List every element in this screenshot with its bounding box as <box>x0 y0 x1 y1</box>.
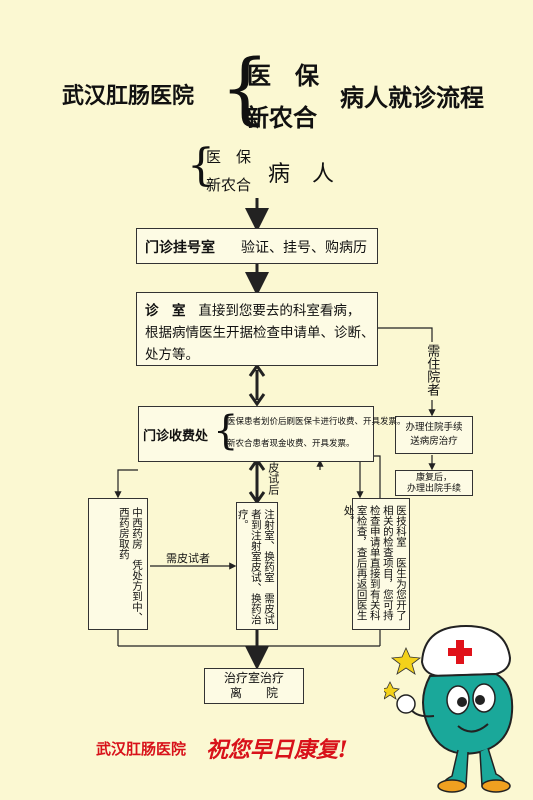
treatment-line2: 离 院 <box>229 686 278 700</box>
payment-box: 门诊收费处 { 医保患者划价后刷医保卡进行收费、开具发票。 新农合患者现金收费、… <box>138 406 406 462</box>
treatment-box: 治疗室治疗 离 院 <box>204 668 304 704</box>
pharmacy-text: 中西药房 凭处方到中、西药房取药 <box>117 507 143 623</box>
header-insurance: 医 保 <box>247 62 319 90</box>
registration-box: 门诊挂号室 验证、挂号、购病历 <box>136 228 378 264</box>
payment-rural: 新农合患者现金收费、开具发票。 <box>227 439 355 449</box>
admission-line2: 送病房治疗 <box>410 436 458 447</box>
discharge-line1: 康复后， <box>415 473 452 483</box>
admission-line1: 办理住院手续 <box>405 422 463 433</box>
header-rural-coop: 新农合 <box>245 104 317 132</box>
patient-rural-coop: 新农合 <box>206 176 252 194</box>
discharge-line2: 办理出院手续 <box>406 484 461 494</box>
discharge-box: 康复后， 办理出院手续 <box>395 470 473 496</box>
payment-brace: { <box>213 408 239 454</box>
hospital-name-header: 武汉肛肠医院 <box>62 84 195 109</box>
consult-title: 诊 室 <box>145 303 186 319</box>
nurse-mascot-icon <box>384 624 514 793</box>
consult-line2: 根据病情医生开据检查申请单、诊断、 <box>145 325 375 341</box>
patient-label: 病 人 <box>268 162 335 187</box>
patient-brace: { <box>187 140 215 191</box>
injection-text: 注射室、换药室 需皮试者到注射室皮试、换药治疗。 <box>236 509 275 625</box>
skin-test-label: 皮试后 <box>266 462 280 495</box>
needs-hospitalization-label: 需住院者 <box>424 344 440 396</box>
registration-desc: 验证、挂号、购病历 <box>241 240 367 256</box>
footer-wish: 祝您早日康复! <box>206 737 348 763</box>
consult-line1: 直接到您要去的科室看病， <box>198 303 361 319</box>
registration-title: 门诊挂号室 <box>145 240 215 256</box>
medtech-box: 医技科室 医生为您开了相关的检查项目，您可持检查申请单直接到有关科室检查，查后再… <box>343 498 410 630</box>
need-skin-test-label: 需皮试者 <box>166 552 210 565</box>
footer-hospital-name: 武汉肛肠医院 <box>96 740 187 758</box>
consult-line3: 处方等。 <box>145 347 199 363</box>
medtech-text: 医技科室 医生为您开了相关的检查项目，您可持检查申请单直接到有关科室检查，查后再… <box>342 505 408 621</box>
page-title: 病人就诊流程 <box>340 84 484 112</box>
payment-insured: 医保患者划价后刷医保卡进行收费、开具发票。 <box>227 417 406 427</box>
admission-box: 办理住院手续 送病房治疗 <box>395 416 473 454</box>
payment-title: 门诊收费处 <box>143 429 209 444</box>
header-left-brace: { <box>220 44 270 134</box>
pharmacy-box: 中西药房 凭处方到中、西药房取药 <box>88 498 148 630</box>
patient-insurance: 医 保 <box>206 148 252 166</box>
injection-box: 注射室、换药室 需皮试者到注射室皮试、换药治疗。 <box>236 502 278 630</box>
treatment-line1: 治疗室治疗 <box>223 671 284 685</box>
consult-box: 诊 室 直接到您要去的科室看病， 根据病情医生开据检查申请单、诊断、 处方等。 <box>136 292 378 366</box>
